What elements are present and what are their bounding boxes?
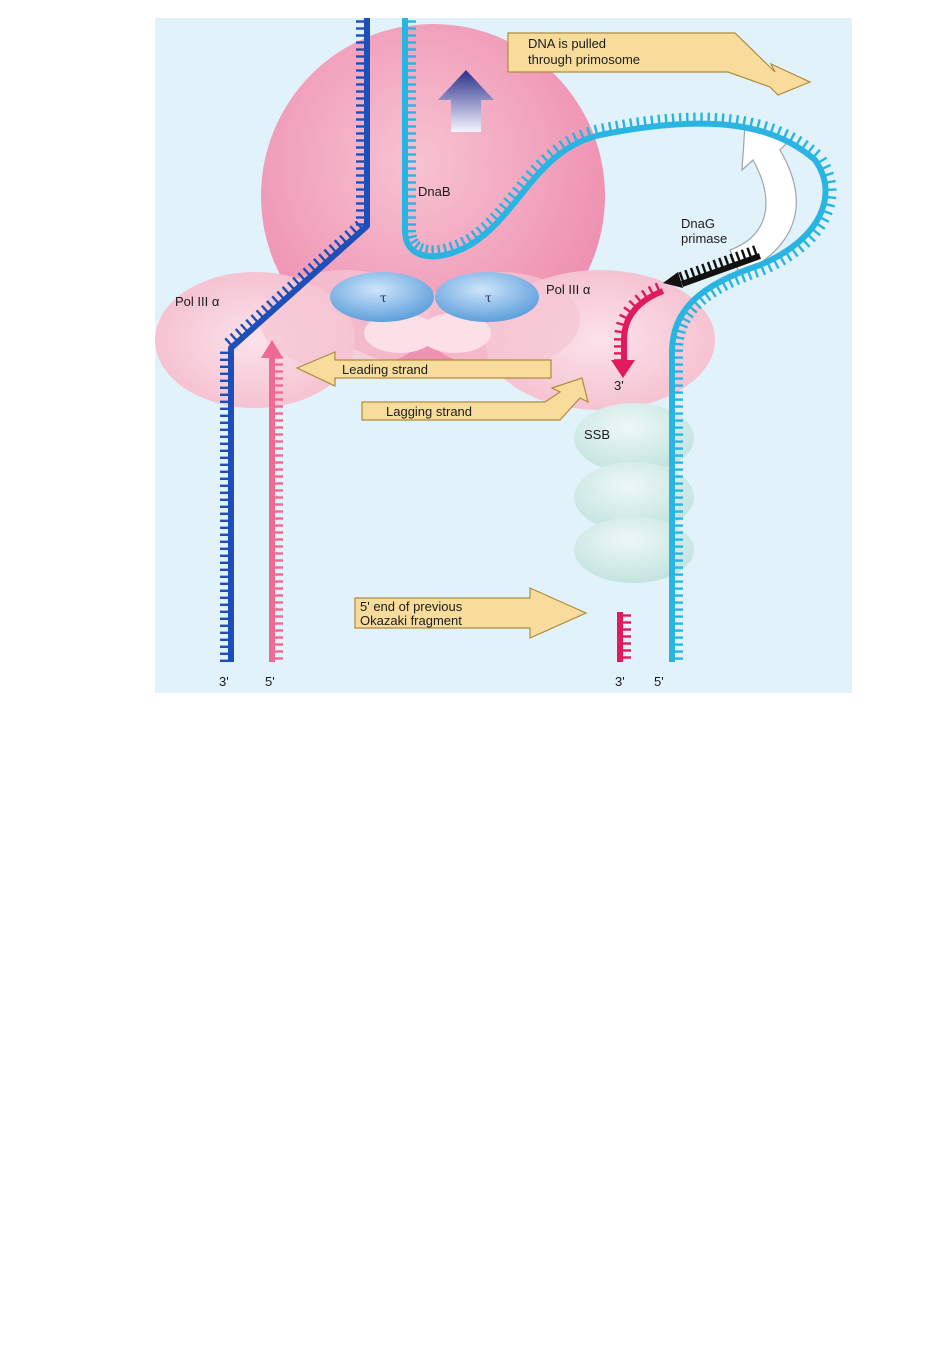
okazaki-callout (354, 587, 588, 639)
bottom-left-5prime: 5' (265, 674, 275, 689)
lagging-template-strand (402, 18, 837, 662)
tau-right-label: τ (485, 291, 492, 305)
dnab-label: DnaB (418, 184, 451, 199)
dna-pulled-text-2: through primosome (528, 52, 640, 67)
leading-strand-text: Leading strand (342, 362, 428, 377)
primase-arrowhead (663, 272, 683, 288)
previous-okazaki-fragment (617, 612, 631, 662)
dnag-primer-strand (678, 245, 762, 287)
new-leading-strand (269, 352, 283, 662)
tau-subunit-left (330, 272, 434, 322)
okazaki-text-1: 5' end of previous (360, 599, 463, 614)
lagging-primer-arrowhead (611, 360, 635, 378)
dnag-label-1: DnaG (681, 216, 715, 231)
dna-pulled-text-1: DNA is pulled (528, 36, 606, 51)
tau-subunit-right (435, 272, 539, 322)
primer-3prime-label: 3' (614, 378, 624, 393)
leading-strand-callout (295, 351, 552, 387)
bottom-left-3prime: 3' (219, 674, 229, 689)
dna-pulled-callout (507, 32, 812, 96)
new-lagging-primer-strand (613, 282, 665, 362)
dna-strands (220, 18, 837, 662)
dna-exit-arrow (438, 70, 494, 132)
lagging-strand-text: Lagging strand (386, 404, 472, 419)
okazaki-text-2: Okazaki fragment (360, 613, 462, 628)
ssb-label: SSB (584, 427, 610, 442)
bottom-right-5prime: 5' (654, 674, 664, 689)
leading-strand-arrowhead (261, 340, 283, 358)
ssb-proteins (574, 403, 694, 583)
pol-iii-left-label: Pol III α (175, 294, 220, 309)
bottom-right-3prime: 3' (615, 674, 625, 689)
pol-iii-right-label: Pol III α (546, 282, 591, 297)
tau-left-label: τ (380, 291, 387, 305)
leading-template-strand (220, 18, 370, 662)
dnag-label-2: primase (681, 231, 727, 246)
lagging-strand-callout (361, 377, 589, 421)
